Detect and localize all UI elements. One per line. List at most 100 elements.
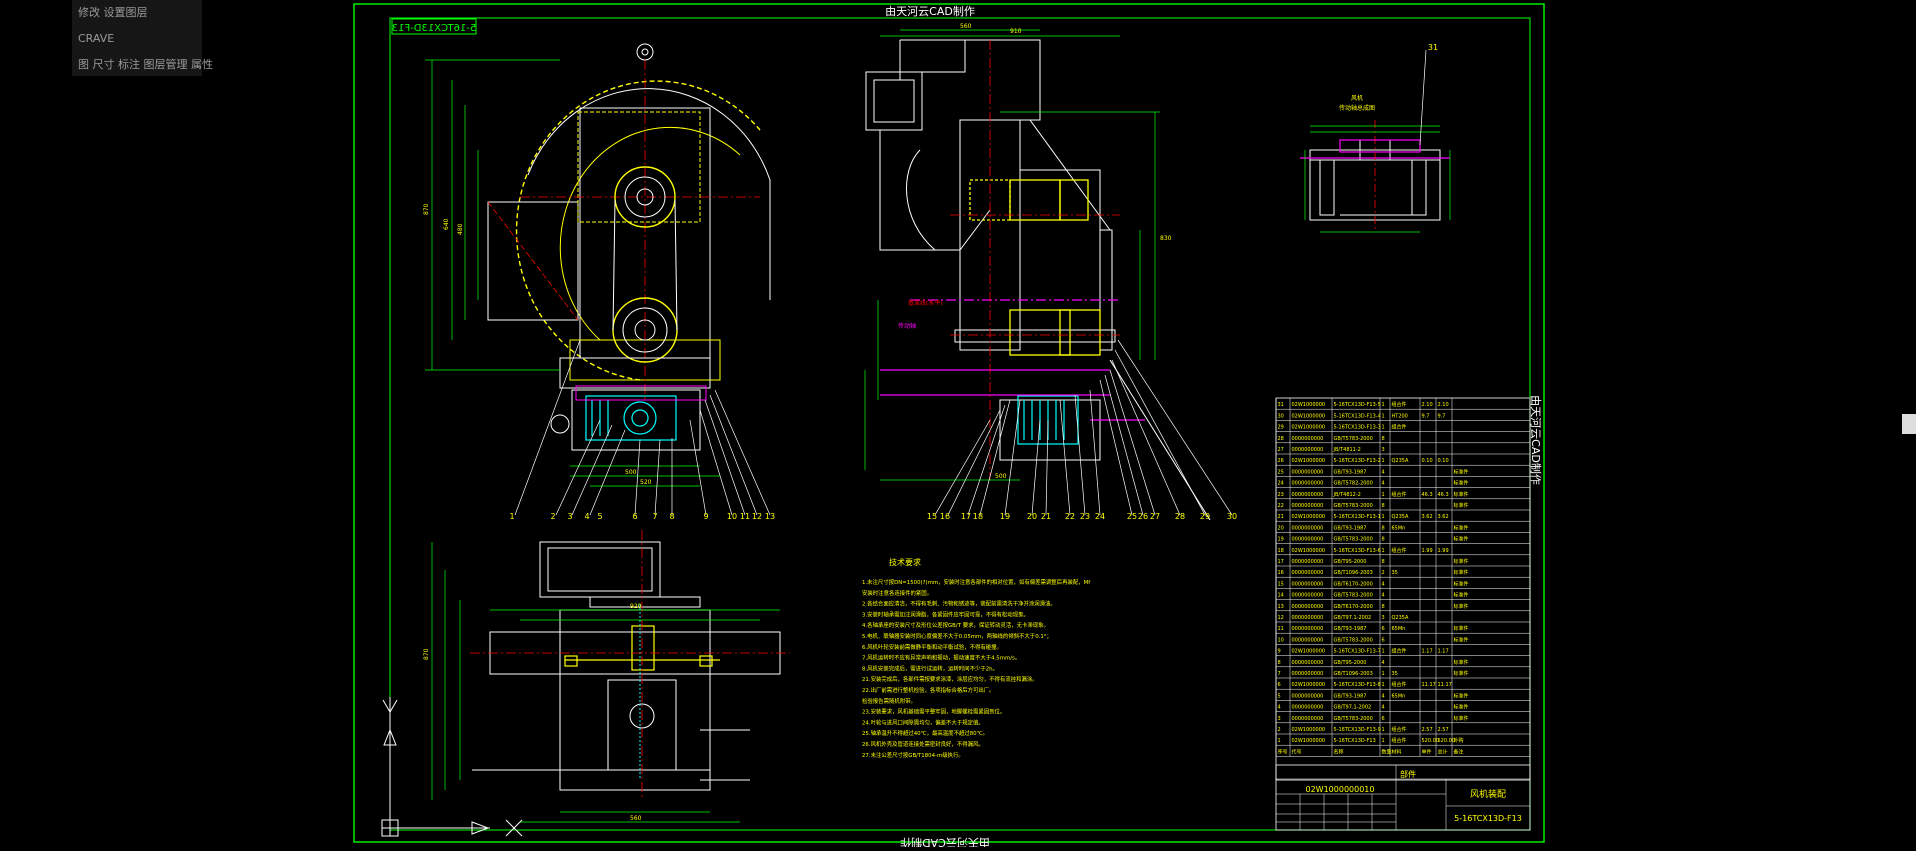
balloons-side: 15 16 17 18 19 20 21 22 23 24 25 26 27 2… bbox=[927, 512, 1237, 521]
parts-cell: 3 bbox=[1382, 447, 1385, 453]
svg-text:20: 20 bbox=[1027, 512, 1037, 521]
svg-text:910: 910 bbox=[1010, 28, 1022, 35]
toolbar-ghost-line-1[interactable]: 修改 设置图层 bbox=[78, 6, 148, 19]
parts-cell: 27 bbox=[1278, 447, 1284, 453]
title-block-code: 5-16TCX13D-F13 bbox=[1454, 814, 1522, 823]
svg-text:29: 29 bbox=[1200, 512, 1210, 521]
svg-text:920: 920 bbox=[630, 603, 642, 610]
svg-text:7: 7 bbox=[652, 512, 657, 521]
svg-text:500: 500 bbox=[625, 469, 637, 476]
parts-cell: GB/T5782-2000 bbox=[1334, 481, 1373, 487]
note-line: 21.安装完成后，各部件需按要求涂漆，涂层应均匀，不得有流挂和漏涂。 bbox=[862, 675, 1038, 683]
svg-text:19: 19 bbox=[1000, 512, 1010, 521]
svg-text:480: 480 bbox=[457, 223, 464, 235]
toolbar-ghost-line-2[interactable]: CRAVE bbox=[78, 32, 115, 45]
outer-frame bbox=[353, 3, 1545, 843]
parts-cell: 0000000000 bbox=[1292, 637, 1324, 643]
parts-cell: 520.00 bbox=[1422, 738, 1440, 744]
parts-cell: 2 bbox=[1382, 570, 1385, 576]
parts-cell: 4 bbox=[1382, 593, 1385, 599]
parts-cell: 1.99 bbox=[1438, 548, 1449, 554]
svg-text:8: 8 bbox=[669, 512, 674, 521]
svg-text:15: 15 bbox=[927, 512, 937, 521]
parts-cell: 标准件 bbox=[1454, 491, 1469, 498]
parts-cell: 0000000000 bbox=[1292, 615, 1324, 621]
parts-cell: 标准件 bbox=[1454, 670, 1469, 677]
parts-cell: 0000000000 bbox=[1292, 593, 1324, 599]
parts-cell: 17 bbox=[1278, 559, 1284, 565]
parts-cell: HT200 bbox=[1392, 413, 1408, 419]
parts-cell: 组合件 bbox=[1392, 401, 1407, 408]
svg-text:25: 25 bbox=[1127, 512, 1137, 521]
detail-view[interactable]: 31 风机传动轴总成图 bbox=[1300, 43, 1451, 233]
note-line: 安装时注意各连接件的紧固。 bbox=[862, 589, 932, 597]
parts-cell: 8 bbox=[1278, 660, 1281, 666]
toolbar-ghost-panel[interactable]: 修改 设置图层 CRAVE 图 尺寸 标注 图层管理 属性 bbox=[72, 0, 213, 76]
note-line: 2.各结合面应清洁，不得有毛刺、污物和锈迹等，装配前需清洗干净并涂润滑油。 bbox=[862, 600, 1056, 608]
parts-cell: GB/T5783-2000 bbox=[1334, 436, 1373, 442]
parts-cell: 总计 bbox=[1438, 748, 1448, 755]
parts-cell: 46.3 bbox=[1438, 492, 1449, 498]
bottom-title: 由天河云CAD制作 bbox=[900, 836, 990, 847]
parts-cell: 标准件 bbox=[1454, 704, 1469, 711]
parts-cell: Q235A bbox=[1392, 514, 1409, 520]
parts-cell: 1.99 bbox=[1422, 548, 1433, 554]
parts-cell: 序号 bbox=[1278, 748, 1288, 755]
parts-cell: 11.17 bbox=[1422, 682, 1436, 688]
parts-cell: 5-16TCX13D-F13 bbox=[1334, 738, 1376, 744]
parts-cell: 0.10 bbox=[1438, 458, 1449, 464]
parts-cell: 2 bbox=[1278, 727, 1281, 733]
note-line: 7.风机运转时不应有异常声响和振动，振动速度不大于4.5mm/s。 bbox=[862, 654, 1020, 662]
svg-text:传动轴: 传动轴 bbox=[898, 322, 916, 330]
parts-cell: 18 bbox=[1278, 548, 1284, 554]
parts-cell: 22 bbox=[1278, 503, 1284, 509]
title-block[interactable]: 部件 02W1000000010 风机装配 5-16TCX13D-F13 bbox=[1275, 764, 1531, 831]
svg-text:17: 17 bbox=[961, 512, 971, 521]
mirrored-stamp: 5-16TCX13D-F13 bbox=[392, 23, 477, 34]
parts-cell: 2.57 bbox=[1438, 727, 1449, 733]
parts-cell: 标准件 bbox=[1454, 524, 1469, 531]
parts-cell: 02W1000000 bbox=[1292, 514, 1326, 520]
parts-cell: 标准件 bbox=[1454, 536, 1469, 543]
svg-text:6: 6 bbox=[632, 512, 637, 521]
technical-notes: 技术要求 1.未注尺寸按DN=1500(?)mm，安装时注意各部件的相对位置，如… bbox=[862, 557, 1090, 759]
parts-cell: 标准件 bbox=[1454, 580, 1469, 587]
parts-cell: 标准件 bbox=[1454, 692, 1469, 699]
parts-cell: 1 bbox=[1382, 671, 1385, 677]
parts-cell: 组合件 bbox=[1392, 726, 1407, 733]
svg-text:9: 9 bbox=[703, 512, 708, 521]
scrollbar-thumb[interactable] bbox=[1902, 414, 1916, 434]
parts-cell: 0000000000 bbox=[1292, 693, 1324, 699]
parts-cell: 标准件 bbox=[1454, 659, 1469, 666]
parts-cell: 外购 bbox=[1454, 737, 1464, 744]
parts-cell: 19 bbox=[1278, 537, 1284, 543]
parts-cell: 35 bbox=[1392, 570, 1398, 576]
parts-cell: 6 bbox=[1382, 716, 1385, 722]
parts-cell: 3 bbox=[1382, 615, 1385, 621]
parts-cell: 35 bbox=[1392, 671, 1398, 677]
svg-text:23: 23 bbox=[1080, 512, 1090, 521]
parts-cell: JB/T4811-2 bbox=[1333, 447, 1361, 453]
parts-cell: 02W1000000 bbox=[1292, 402, 1326, 408]
parts-cell: 1 bbox=[1382, 727, 1385, 733]
parts-cell: 10 bbox=[1278, 637, 1284, 643]
parts-cell: 0.10 bbox=[1422, 458, 1433, 464]
parts-cell: 02W1000000 bbox=[1292, 649, 1326, 655]
parts-cell: 6 bbox=[1382, 637, 1385, 643]
svg-text:28: 28 bbox=[1175, 512, 1185, 521]
parts-cell: 0000000000 bbox=[1292, 570, 1324, 576]
parts-cell: 单件 bbox=[1422, 748, 1432, 755]
parts-cell: 65Mn bbox=[1392, 525, 1406, 531]
parts-cell: 1 bbox=[1382, 548, 1385, 554]
svg-text:21: 21 bbox=[1041, 512, 1051, 521]
ucs-icon bbox=[381, 697, 523, 837]
parts-cell: 5-16TCX13D-F13-7 bbox=[1334, 649, 1381, 655]
toolbar-ghost-line-3[interactable]: 图 尺寸 标注 图层管理 属性 bbox=[78, 58, 213, 71]
parts-cell: 组合件 bbox=[1392, 737, 1407, 744]
